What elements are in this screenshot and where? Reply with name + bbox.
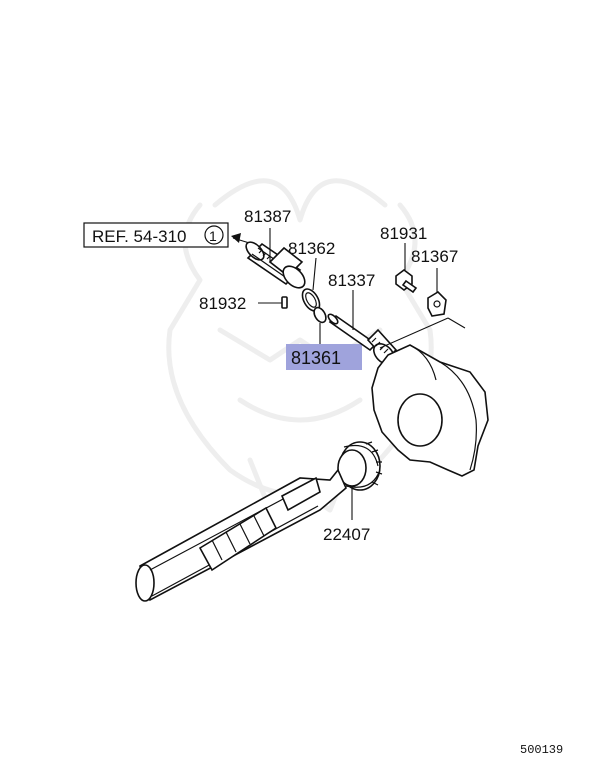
leader-81367-assembly (379, 317, 466, 349)
reference-callout[interactable]: REF. 54-310 1 (83, 222, 257, 248)
reference-circled-number: 1 (209, 228, 217, 244)
reference-circle (204, 225, 224, 245)
part-number-81361[interactable]: 81361 (291, 348, 341, 368)
part-81361-o-ring[interactable] (312, 306, 329, 325)
part-number-81931[interactable]: 81931 (380, 224, 427, 243)
part-81361-highlight (286, 344, 362, 370)
part-81367-holder[interactable] (427, 290, 447, 317)
part-81362-o-ring-inner (305, 292, 317, 308)
reference-box (83, 222, 229, 248)
part-number-81337[interactable]: 81337 (328, 271, 375, 290)
part-81337-gear-shaft[interactable] (327, 313, 399, 369)
part-number-22407[interactable]: 22407 (323, 525, 370, 544)
part-number-81362[interactable]: 81362 (288, 239, 335, 258)
part-number-81932[interactable]: 81932 (199, 294, 246, 313)
output-shaft[interactable] (135, 468, 347, 602)
part-22407-drive-gear[interactable] (337, 441, 383, 491)
part-81932-pin[interactable] (258, 296, 288, 309)
diagram-code: 500139 (520, 743, 563, 757)
part-81387-sleeve[interactable] (243, 239, 309, 292)
reference-label: REF. 54-310 (92, 227, 187, 246)
part-81931-bolt[interactable] (395, 269, 418, 294)
leader-81362 (312, 257, 317, 291)
part-number-81367[interactable]: 81367 (411, 247, 458, 266)
part-number-81387[interactable]: 81387 (244, 207, 291, 226)
transmission-housing[interactable] (371, 344, 489, 477)
reference-arrow-icon (231, 233, 241, 243)
